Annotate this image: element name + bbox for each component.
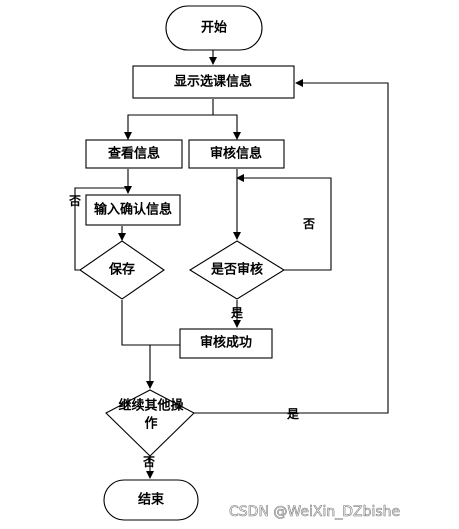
- edge-label-review-yes: 是: [230, 306, 244, 320]
- node-input-confirm: 输入确认信息: [85, 194, 181, 226]
- edge-label-save-no: 否: [68, 194, 81, 208]
- edge-save-to-continue: [121, 300, 154, 389]
- node-is-reviewed-label: 是否审核: [210, 262, 263, 278]
- node-continue-label-line1: 继续其他操: [118, 398, 183, 414]
- edge-check-no-loop: [236, 174, 332, 271]
- node-input-confirm-label: 输入确认信息: [94, 202, 172, 218]
- node-start: 开始: [165, 5, 263, 51]
- node-is-reviewed-decision: 是否审核: [188, 240, 286, 300]
- node-review-info: 审核信息: [188, 139, 285, 169]
- node-review-success-label: 审核成功: [200, 335, 252, 351]
- node-end-label: 结束: [138, 492, 165, 508]
- edge-show-to-view: [124, 99, 214, 140]
- edge-show-to-review: [213, 114, 241, 140]
- node-view-info: 查看信息: [85, 139, 183, 169]
- node-view-info-label: 查看信息: [107, 146, 160, 162]
- node-show-course-info: 显示选课信息: [132, 65, 295, 99]
- node-save-label: 保存: [108, 262, 135, 278]
- watermark-text: CSDN @WeiXin_DZbishe: [229, 504, 400, 520]
- node-end: 结束: [103, 479, 199, 521]
- node-show-course-info-label: 显示选课信息: [174, 74, 252, 90]
- edge-continue-yes-loop: [194, 79, 389, 414]
- node-save-decision: 保存: [79, 240, 165, 300]
- node-continue-label-line2: 作: [144, 416, 157, 432]
- edge-label-review-no: 否: [302, 217, 315, 231]
- node-review-success: 审核成功: [179, 328, 273, 359]
- edge-label-continue-no: 否: [142, 455, 155, 469]
- node-start-label: 开始: [201, 20, 227, 36]
- edge-save-no-loop: [74, 187, 129, 271]
- node-continue-decision: 继续其他操 作: [105, 389, 195, 457]
- edge-label-continue-yes: 是: [286, 407, 300, 421]
- node-review-info-label: 审核信息: [210, 146, 262, 162]
- connectors: [74, 50, 389, 479]
